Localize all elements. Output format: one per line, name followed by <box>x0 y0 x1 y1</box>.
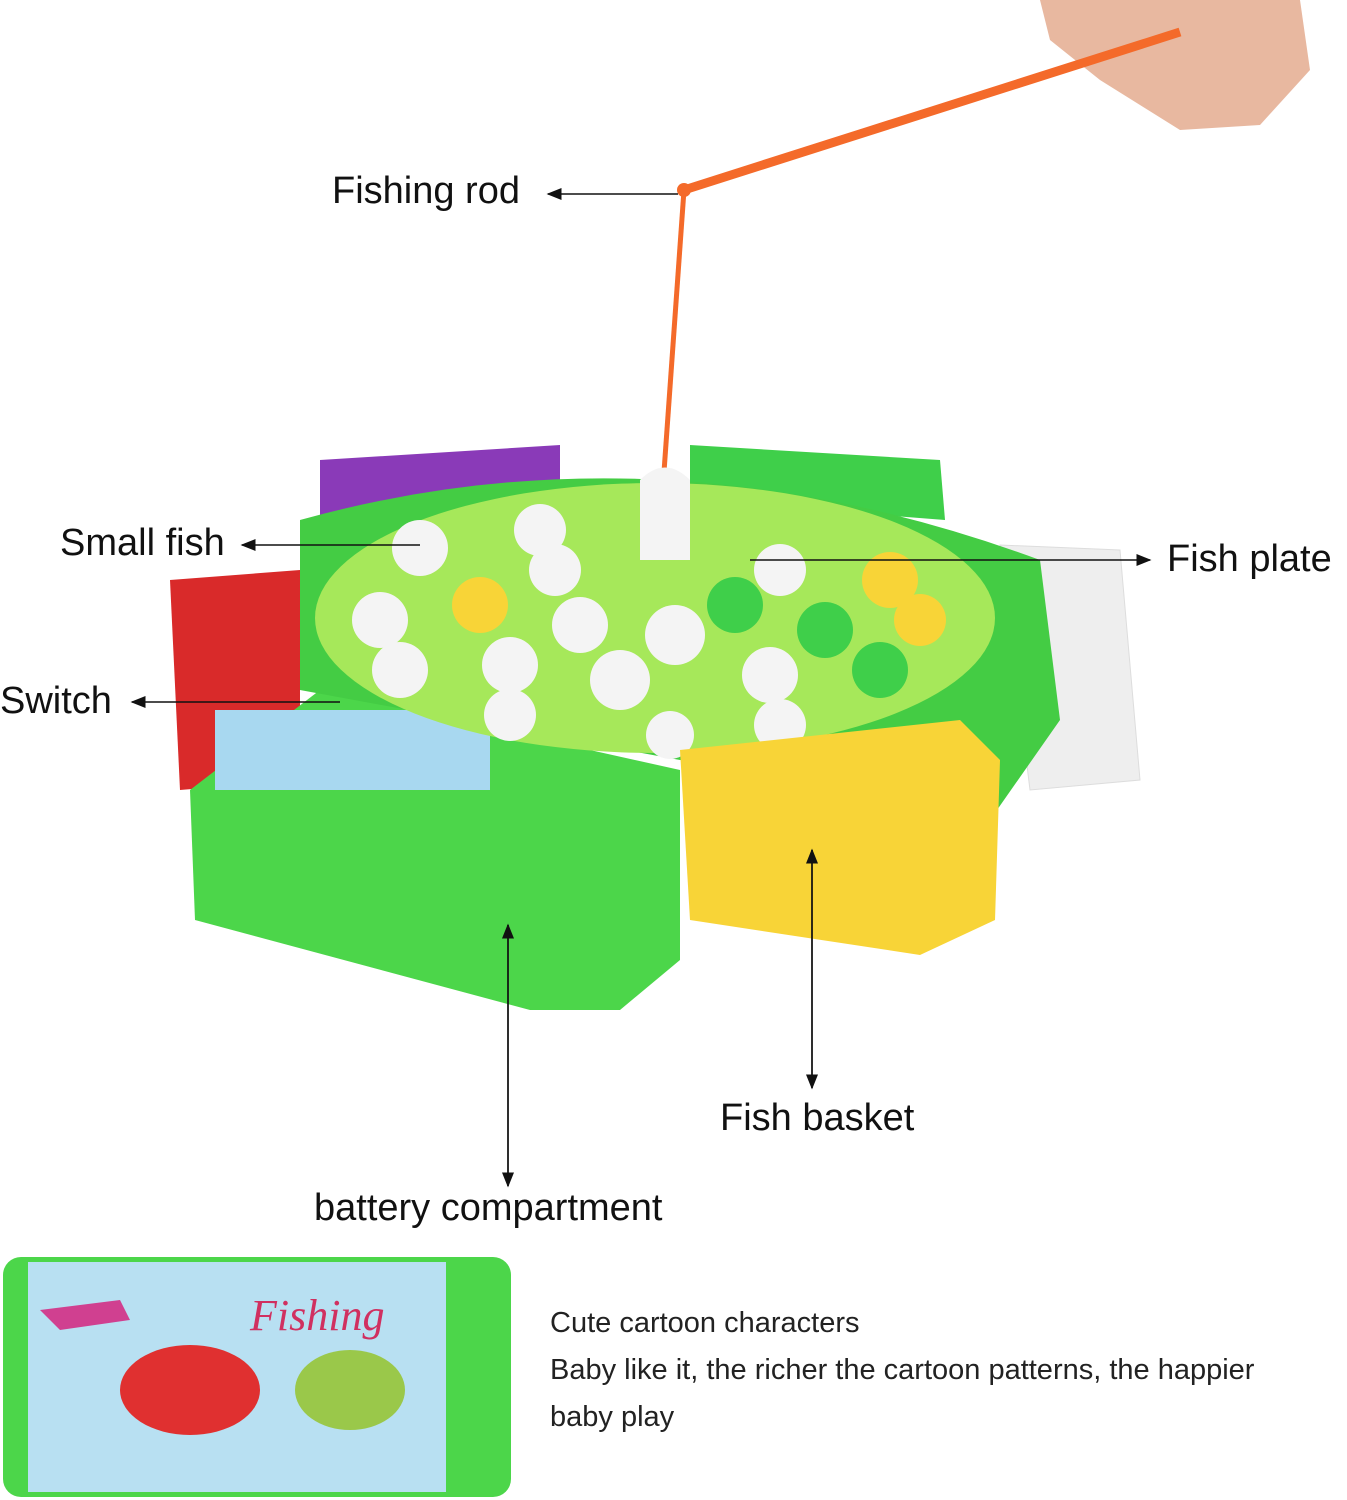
label-fish-plate: Fish plate <box>1167 538 1332 580</box>
description: Cute cartoon characters Baby like it, th… <box>550 1300 1310 1441</box>
label-switch: Switch <box>0 680 112 722</box>
label-battery-compartment: battery compartment <box>314 1187 663 1229</box>
sticker-text: Fishing <box>249 1291 384 1340</box>
fishing-rod-image <box>659 27 1182 501</box>
sticker-closeup: Fishing <box>3 1257 511 1497</box>
label-fish-basket: Fish basket <box>720 1097 915 1139</box>
callout-arrows <box>130 188 1152 1188</box>
hand-image <box>1040 0 1310 130</box>
label-small-fish: Small fish <box>60 522 225 564</box>
fish-pieces <box>352 467 946 759</box>
description-line-1: Cute cartoon characters <box>550 1307 860 1339</box>
fish-basket-image <box>680 720 1000 955</box>
label-fishing-rod: Fishing rod <box>332 170 520 212</box>
description-line-2: Baby like it, the richer the cartoon pat… <box>550 1354 1255 1433</box>
